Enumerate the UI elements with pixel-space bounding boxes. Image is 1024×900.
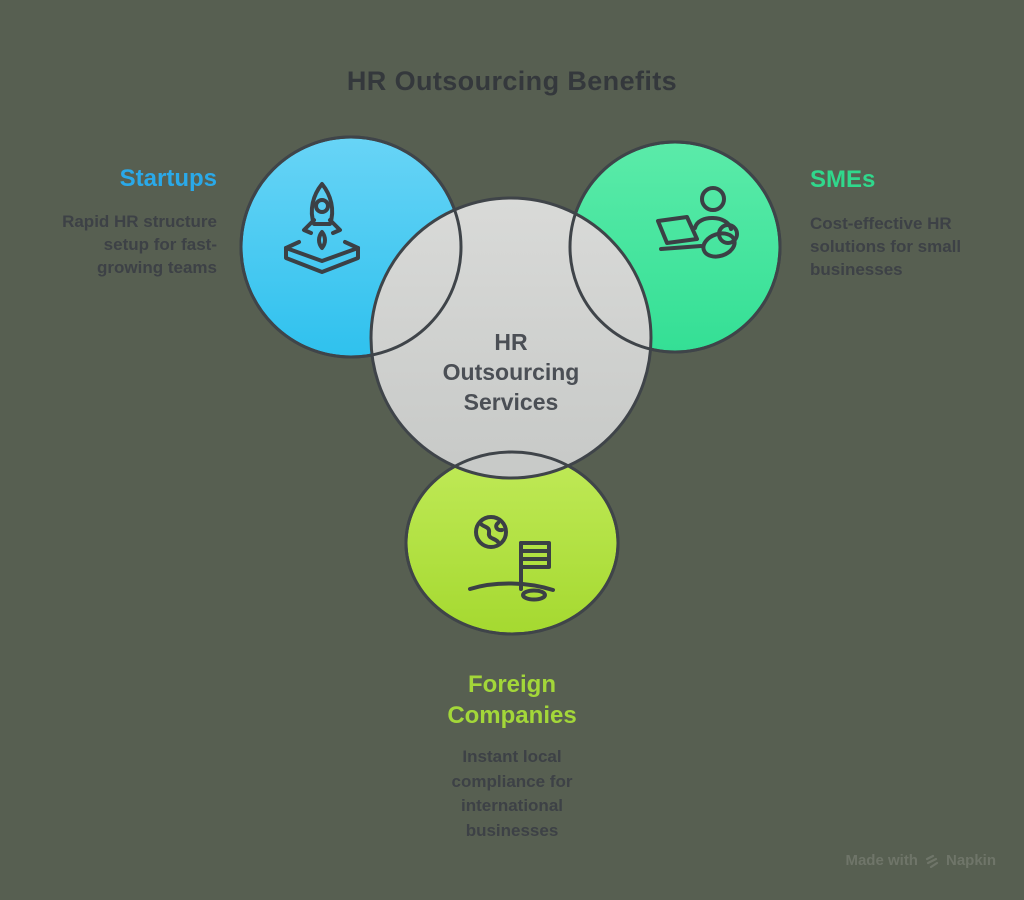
desc-line: Instant local: [462, 747, 562, 766]
globe-flag-icon: [468, 515, 555, 602]
desc-line: setup for fast-: [103, 235, 217, 254]
desc-line: Rapid HR structure: [62, 212, 217, 231]
smes-circle-outline: [568, 140, 782, 354]
desc-line: growing teams: [97, 258, 217, 277]
desc-line: businesses: [465, 820, 559, 840]
center-circle-label: HR Outsourcing Services: [361, 327, 661, 417]
startups-description: Rapid HR structure setup for fast- growi…: [62, 210, 217, 279]
label-line: HR: [494, 329, 528, 355]
desc-line: Cost-effective HR: [810, 214, 952, 233]
label-line: Services: [463, 389, 559, 415]
rocket-launch-icon: [284, 182, 360, 274]
label-line: Companies: [447, 702, 577, 729]
watermark-brand: Napkin: [945, 852, 996, 869]
watermark: Made with Napkin: [845, 852, 996, 869]
desc-line: compliance for: [451, 771, 573, 791]
foreign-circle-outline: [404, 450, 620, 636]
smes-description: Cost-effective HR solutions for small bu…: [810, 212, 961, 281]
foreign-companies-description: Instant local compliance for internation…: [362, 745, 662, 843]
desc-line: international: [460, 796, 563, 815]
foreign-companies-label: Foreign Companies: [312, 669, 712, 731]
startups-label: Startups: [119, 165, 217, 192]
center-circle: [369, 196, 653, 480]
page-title: HR Outsourcing Benefits: [346, 66, 678, 96]
desc-line: businesses: [810, 260, 903, 279]
startups-circle-outline: [239, 135, 463, 359]
desc-line: solutions for small: [810, 237, 962, 256]
label-line: Outsourcing: [442, 359, 580, 385]
smes-label: SMEs: [810, 166, 876, 193]
napkin-logo-icon: [925, 854, 939, 868]
label-line: Foreign: [468, 671, 556, 698]
watermark-prefix: Made with: [845, 852, 918, 869]
person-laptop-icon: [656, 186, 739, 259]
